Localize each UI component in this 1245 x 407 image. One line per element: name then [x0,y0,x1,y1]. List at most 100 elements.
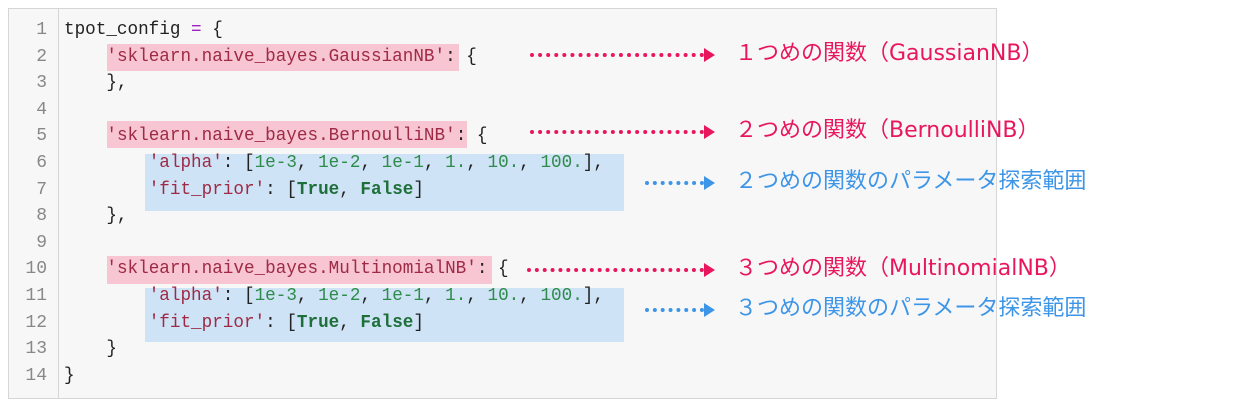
code-token: ], [582,153,604,173]
line-number: 2 [36,46,47,67]
code-line: 2 'sklearn.naive_bayes.GaussianNB': { [9,44,996,71]
code-text: }, [64,70,128,97]
code-text: 'sklearn.naive_bayes.MultinomialNB': { [64,256,509,283]
highlight-gaussiannb [107,44,459,71]
annotation-label: ３つめの関数（MultinomialNB） [735,256,1071,281]
code-token: 100. [540,153,583,173]
code-token [64,313,149,333]
code-token: , [466,286,488,306]
code-token: }, [64,73,128,94]
dotted-arrow [527,268,704,272]
code-token: ] [413,312,424,333]
line-number: 4 [36,99,47,120]
code-token: , [423,286,446,306]
dotted-arrow [530,53,704,57]
highlight-bernoulli-params [145,154,624,211]
code-token: 'alpha' [148,286,223,306]
code-token: True [296,312,340,333]
code-line: 10 'sklearn.naive_bayes.MultinomialNB': … [9,256,996,283]
arrowhead-icon [704,176,715,190]
code-token: tpot_config [64,20,192,40]
code-text: 'fit_prior': [True, False] [64,310,424,337]
code-token: 'alpha' [148,153,223,173]
code-token [64,180,149,200]
code-text: 'alpha': [1e-3, 1e-2, 1e-1, 1., 10., 100… [64,150,604,177]
arrowhead-icon [704,125,715,139]
dotted-arrow [645,308,704,312]
code-token: ] [413,179,424,200]
code-line: 5 'sklearn.naive_bayes.BernoulliNB': { [9,123,996,150]
code-token: : [ [265,179,297,200]
code-line: 8 }, [9,203,996,230]
line-number: 5 [36,126,47,147]
line-number: 8 [36,206,47,227]
code-text: tpot_config = { [64,17,223,44]
code-token [64,259,106,279]
code-token: 1e-1 [381,153,424,173]
code-line: 3 }, [9,70,996,97]
line-number: 13 [25,339,47,360]
line-number: 12 [25,312,47,333]
code-token: 1e-2 [318,286,361,306]
line-number: 6 [36,153,47,173]
arrowhead-icon [704,48,715,62]
line-number: 3 [36,73,47,94]
annotation-label: ２つめの関数（BernoulliNB） [735,118,1040,143]
code-token: } [64,339,117,360]
code-token: : [ [222,153,255,173]
highlight-bernoullinb [107,121,467,148]
arrowhead-icon [704,303,715,317]
code-token: 1. [445,286,467,306]
code-text: 'sklearn.naive_bayes.BernoulliNB': { [64,123,487,150]
line-number: 14 [25,365,47,386]
code-token: 1e-1 [381,286,424,306]
code-line: 12 'fit_prior': [True, False] [9,310,996,337]
code-line: 11 'alpha': [1e-3, 1e-2, 1e-1, 1., 10., … [9,283,996,310]
line-number: 1 [36,20,47,40]
highlight-multinomialnb [107,256,492,284]
code-text: } [64,336,117,363]
code-text: 'sklearn.naive_bayes.GaussianNB': { [64,44,477,71]
code-token: 1e-3 [254,286,297,306]
code-token: , [360,286,382,306]
code-token: 'fit_prior' [148,312,266,333]
code-token: { [201,20,223,40]
code-token: } [64,365,75,386]
dotted-arrow [530,130,704,134]
code-token: , [296,153,319,173]
code-token [64,286,149,306]
code-token [64,47,106,67]
code-token [64,153,149,173]
code-token: : [ [265,312,297,333]
dotted-arrow [645,181,704,185]
code-token: : { [445,46,477,67]
code-token: : { [476,259,509,280]
code-line: 4 [9,97,996,124]
line-number: 10 [25,259,47,280]
line-number-gutter [9,9,59,398]
line-number: 9 [36,232,47,253]
code-token [64,126,106,146]
code-text: 'fit_prior': [True, False] [64,177,424,204]
code-token: True [296,179,340,200]
annotation-label: ３つめの関数のパラメータ探索範囲 [735,296,1087,321]
code-token: , [339,312,361,333]
code-line: 1 tpot_config = { [9,17,996,44]
code-token: 'fit_prior' [148,179,266,200]
annotation-label: ２つめの関数のパラメータ探索範囲 [735,169,1087,194]
code-token: 1e-3 [254,153,297,173]
code-token: : [ [222,286,255,306]
code-line: 9 [9,230,996,257]
code-token: = [191,20,202,40]
code-token: 'sklearn.naive_bayes.GaussianNB' [106,46,446,67]
line-number: 7 [36,179,47,200]
code-token: ], [582,286,604,306]
code-token: 1. [445,153,467,173]
code-token: 10. [487,153,520,173]
code-line: 13 } [9,336,996,363]
annotation-label: １つめの関数（GaussianNB） [735,41,1044,66]
code-token: False [360,179,414,200]
code-line: 6 'alpha': [1e-3, 1e-2, 1e-1, 1., 10., 1… [9,150,996,177]
code-token: , [466,153,488,173]
